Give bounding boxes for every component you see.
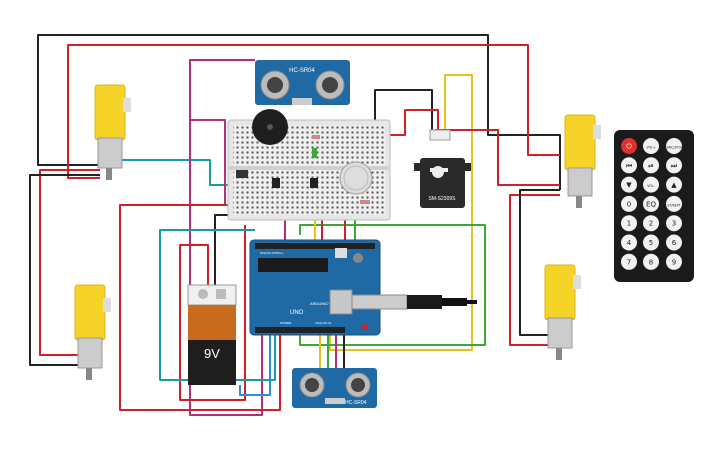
arduino-digital-label: DIGITAL (PWM~) <box>260 251 283 255</box>
transistor <box>272 178 280 188</box>
wire-black-top-loop <box>37 34 561 190</box>
sensor-top-label: HC-SR04 <box>289 68 315 74</box>
wire-red-right-loop <box>435 129 560 186</box>
remote-button-label: EQ <box>646 200 656 208</box>
wire-black-servo <box>374 89 433 140</box>
arduino-analog-label: ANALOG IN <box>315 321 331 325</box>
wires <box>29 34 561 416</box>
led-green <box>312 148 317 158</box>
resistor-2 <box>360 200 370 204</box>
remote-button-label: ▲ <box>671 181 677 189</box>
wire-red-left-low <box>39 169 100 356</box>
remote-button-3-1[interactable] <box>643 195 659 212</box>
remote-button-0-0[interactable] <box>621 138 637 154</box>
remote-button-label: 9 <box>672 258 676 266</box>
battery-label: 9V <box>204 346 220 361</box>
remote-button-3-0[interactable] <box>621 195 637 212</box>
remote-button-label: 1 <box>627 220 631 228</box>
wire-red-right-motors <box>509 194 560 346</box>
resistor <box>312 135 320 139</box>
remote-button-4-2[interactable] <box>666 215 682 232</box>
wire-black-left-low <box>29 174 100 366</box>
remote-button-label: 4 <box>627 239 632 247</box>
bb-component <box>236 170 248 178</box>
remote-button-label: 7 <box>627 258 631 266</box>
piezo-buzzer <box>252 109 288 145</box>
remote-button-1-2[interactable] <box>666 157 682 174</box>
remote-button-label: ⏯ <box>648 162 654 170</box>
servo-label: SM-S2309S <box>429 196 457 202</box>
wire-red-battery <box>179 225 246 401</box>
remote-button-label: 8 <box>649 258 653 266</box>
remote-buttons: ⏻ VOL+ FUNC/STOP ⏮ ⏯ ⏭ ▼ VOL- ▲ 0 EQ ST/REPT 1 2 3 4 5 6 7… <box>621 138 683 270</box>
remote-button-2-1[interactable] <box>643 176 659 193</box>
arduino-power-label: POWER <box>280 321 292 325</box>
dc-motor-left-bottom <box>74 284 111 380</box>
dc-motor-left-top <box>94 84 131 180</box>
wire-teal-bottom <box>159 229 276 381</box>
remote-button-5-1[interactable] <box>643 234 659 251</box>
servo-motor: SM-S2309S <box>414 129 471 208</box>
remote-button-label: 2 <box>649 220 653 228</box>
remote-button-label: 3 <box>672 220 676 228</box>
breadboard <box>227 119 391 221</box>
wire-red-servo <box>375 109 439 140</box>
remote-button-label: FUNC/STOP <box>665 146 683 150</box>
remote-button-label: VOL- <box>647 184 655 188</box>
buzzer-sensor <box>339 161 373 195</box>
remote-button-6-2[interactable] <box>666 253 682 270</box>
remote-button-6-1[interactable] <box>643 253 659 270</box>
remote-button-label: ⏮ <box>626 162 632 170</box>
wire-green-long <box>299 224 486 346</box>
remote-button-label: ⏭ <box>671 162 678 170</box>
remote-button-label: 6 <box>672 239 677 247</box>
sensor-bottom-label: HC-SR04 <box>345 400 367 406</box>
wire-black-battery <box>214 214 255 290</box>
remote-button-2-2[interactable] <box>666 176 682 193</box>
remote-button-label: ST/REPT <box>667 203 680 207</box>
remote-button-1-0[interactable] <box>621 157 637 174</box>
remote-button-label: 0 <box>627 200 631 208</box>
remote-button-label: ⏻ <box>626 143 632 151</box>
remote-button-0-2[interactable] <box>666 138 682 154</box>
remote-button-1-1[interactable] <box>643 157 659 174</box>
remote-button-label: 5 <box>649 239 653 247</box>
dc-motor-right-bottom <box>544 264 581 360</box>
wire-black-right-motors <box>519 189 560 336</box>
wire-yellow-servo <box>329 74 473 351</box>
remote-button-5-0[interactable] <box>621 234 637 251</box>
remote-button-3-2[interactable] <box>666 195 682 212</box>
remote-button-2-0[interactable] <box>621 176 637 193</box>
wire-purple-long <box>189 59 263 416</box>
arduino-brand: ARDUINO <box>310 301 328 306</box>
wire-red-top-loop <box>67 44 560 179</box>
remote-button-6-0[interactable] <box>621 253 637 270</box>
transistor-2 <box>310 178 318 188</box>
arduino-uno: UNO ARDUINO DIGITAL (PWM~) POWER ANALOG … <box>249 239 477 336</box>
dc-motor-right-top <box>564 114 601 208</box>
arduino-model: UNO <box>290 310 304 316</box>
ultrasonic-sensor-top: HC-SR04 <box>255 60 350 105</box>
ultrasonic-sensor-bottom: HC-SR04 <box>292 368 377 408</box>
battery-9v: 9V <box>187 284 237 385</box>
remote-button-0-1[interactable] <box>643 138 659 154</box>
remote-button-5-2[interactable] <box>666 234 682 251</box>
remote-button-label: ▼ <box>626 181 632 189</box>
remote-button-4-0[interactable] <box>621 215 637 232</box>
remote-button-label: VOL+ <box>646 146 655 150</box>
wire-blue-bottom <box>239 335 271 396</box>
remote-button-4-1[interactable] <box>643 215 659 232</box>
